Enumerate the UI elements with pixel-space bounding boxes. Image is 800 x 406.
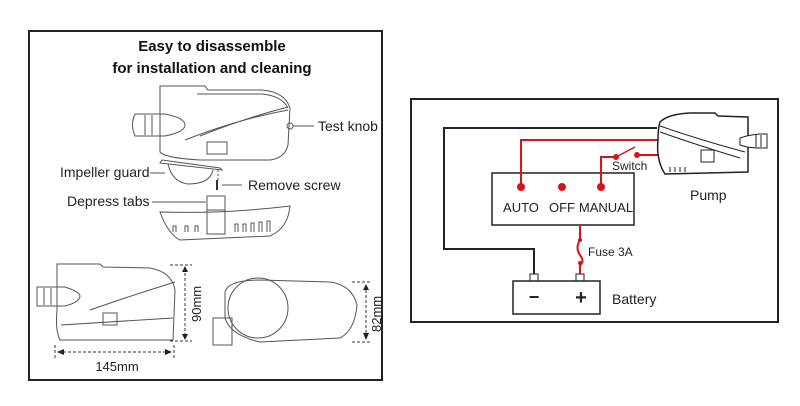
pump-top-view: [212, 277, 358, 346]
length-dimension-label: 145mm: [95, 359, 138, 374]
disassembly-panel: [28, 30, 383, 381]
switch-label: Switch: [612, 159, 647, 173]
pump-label: Pump: [690, 187, 727, 203]
auto-terminal: [517, 183, 525, 191]
battery-positive-label: +: [575, 287, 587, 309]
negative-wire: [443, 127, 657, 277]
battery-icon: [512, 273, 601, 315]
battery-negative-label: −: [529, 287, 540, 307]
remove-screw-label: Remove screw: [248, 177, 341, 193]
pump-outlet: [132, 113, 186, 137]
dimension-width: [352, 281, 372, 343]
auto-label: AUTO: [503, 200, 539, 215]
pump-icon: [656, 112, 768, 175]
impeller-guard-icon: [159, 159, 224, 185]
pump-side-view: [36, 263, 176, 341]
fuse-icon: [576, 225, 584, 277]
pump-housing-top: [132, 85, 291, 161]
test-knob-icon: [286, 122, 314, 130]
off-terminal: [558, 183, 566, 191]
test-knob-label: Test knob: [318, 118, 378, 134]
title-line-2: for installation and cleaning: [112, 60, 311, 77]
manual-terminal: [597, 183, 605, 191]
width-dimension-label: 82mm: [369, 296, 384, 332]
auto-wire: [520, 139, 658, 187]
impeller-guard-label: Impeller guard: [60, 164, 150, 180]
dimension-height: [170, 264, 192, 342]
manual-wire: [600, 156, 615, 187]
screw-icon: [216, 170, 219, 190]
battery-label: Battery: [612, 291, 656, 307]
off-label: OFF: [549, 200, 575, 215]
control-box: [491, 172, 635, 226]
fuse-label: Fuse 3A: [588, 245, 633, 259]
height-dimension-label: 90mm: [189, 286, 204, 322]
depress-tabs-label: Depress tabs: [67, 193, 149, 209]
manual-label: MANUAL: [579, 200, 633, 215]
title-line-1: Easy to disassemble: [138, 38, 286, 55]
pump-base: [159, 195, 291, 241]
dimension-length: [54, 345, 175, 358]
